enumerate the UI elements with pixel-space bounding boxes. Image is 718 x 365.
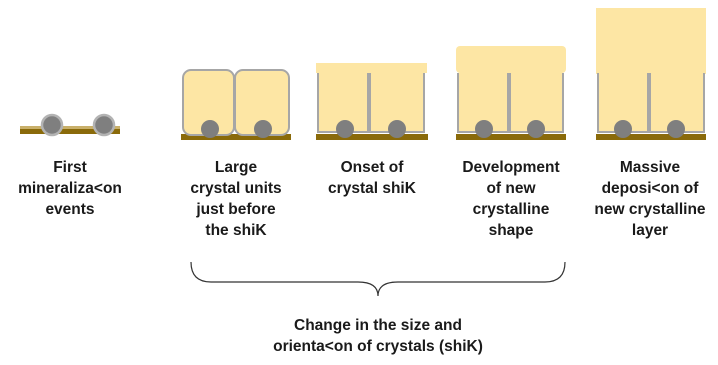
stage-5-label-line: layer [631,222,669,239]
new-crystal-layer [596,8,706,74]
nucleus [201,120,219,138]
stage-2-label-line: Large [214,159,258,176]
stage-4-label-line: Development [462,159,560,176]
substrate-layer [20,129,120,134]
substrate-highlight [20,126,120,129]
bracket-caption-line: orienta<on of crystals (shiK) [273,338,483,355]
stage-4-illustration [456,46,566,140]
stage-5-illustration [596,8,706,140]
substrate-layer [596,134,706,140]
stage-4-label-line: shape [488,222,534,239]
new-crystal-layer [316,63,427,73]
stage-3-label: Onset of crystal shiK [312,157,432,199]
substrate-layer [456,134,566,140]
stage-3-label-line: crystal shiK [328,180,416,197]
nucleus [388,120,406,138]
stage-2-label-line: just before [196,201,276,218]
stage-4-label-line: crystalline [472,201,550,218]
stage-2-label-line: the shiK [205,222,267,239]
stage-1-label-line: events [45,201,95,218]
nucleus [527,120,545,138]
nucleus [254,120,272,138]
new-crystal-layer [456,46,566,73]
stage-2-illustration [181,69,291,140]
stage-1-illustration [20,113,120,137]
grouping-bracket [190,261,566,297]
stage-4-label-line: of new [486,180,536,197]
stage-4-label: Development of new crystalline shape [446,157,576,241]
stage-3-illustration [316,63,428,140]
stage-1-label-line: mineraliza<on [18,180,122,197]
stage-2-label: Large crystal units just before the shiK [176,157,296,241]
substrate-layer [316,134,428,140]
stage-5-label: Massive deposi<on of new crystalline lay… [584,157,716,241]
stage-5-label-line: new crystalline [594,201,706,218]
stage-5-label-line: Massive [619,159,681,176]
nucleus [667,120,685,138]
nucleus [475,120,493,138]
nucleus [614,120,632,138]
substrate-layer [181,134,291,140]
stage-1-label-line: First [53,159,87,176]
stage-1-label: First mineraliza<on events [12,157,128,220]
stage-5-label-line: deposi<on of [601,180,699,197]
nucleus [336,120,354,138]
nucleus [92,113,116,137]
bracket-caption-line: Change in the size and [294,317,462,334]
nucleus [40,113,64,137]
stage-2-label-line: crystal units [190,180,282,197]
bracket-caption: Change in the size and orienta<on of cry… [190,315,566,357]
stage-3-label-line: Onset of [340,159,404,176]
